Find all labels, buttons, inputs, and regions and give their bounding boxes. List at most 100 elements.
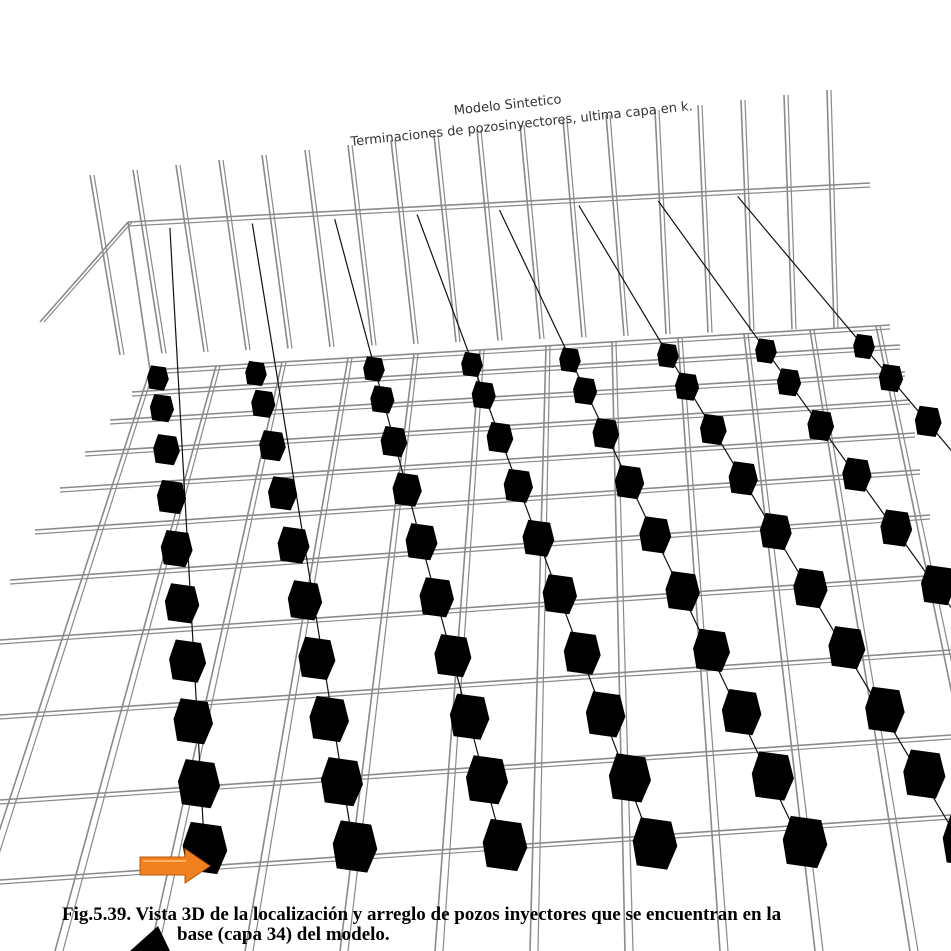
grid-line (266, 155, 292, 349)
injector-well (472, 381, 496, 409)
grid-line (827, 90, 834, 328)
injector-well (288, 580, 322, 620)
injector-well (586, 691, 626, 737)
injector-well (504, 469, 533, 503)
figure-caption: Fig.5.39. Vista 3D de la localización y … (0, 904, 951, 951)
grid-line (133, 170, 162, 353)
injector-well (793, 568, 827, 608)
injector-well (615, 465, 644, 499)
injector-well (915, 406, 942, 437)
grid-line (180, 165, 208, 352)
grid-line (40, 222, 128, 322)
injector-well (381, 426, 408, 457)
injector-well (639, 516, 671, 553)
injector-well (420, 577, 454, 617)
grid-line (44, 222, 132, 322)
grid-line (0, 370, 150, 951)
injector-well (777, 368, 801, 396)
grid-line (305, 150, 330, 347)
injector-well (943, 814, 951, 866)
grid-line (481, 130, 502, 341)
injector-well (921, 565, 951, 605)
injector-well (675, 373, 699, 401)
injector-well (609, 753, 651, 802)
injector-well (245, 361, 267, 386)
grid-line (438, 135, 460, 342)
grid-line (784, 95, 792, 329)
injector-well (722, 689, 762, 735)
injector-well (178, 759, 220, 808)
injector-well (760, 513, 792, 550)
grid-line (610, 115, 628, 336)
injector-well (807, 410, 834, 441)
grid-line (352, 145, 376, 345)
injector-well (466, 755, 508, 804)
caption-line-1: Fig.5.39. Vista 3D de la localización y … (62, 904, 781, 925)
injector-well (483, 819, 528, 871)
injector-well (657, 343, 679, 368)
injector-well (633, 817, 678, 869)
injector-well (268, 476, 297, 510)
grid-line (219, 160, 246, 350)
grid-line (309, 150, 334, 347)
injector-well (487, 422, 514, 453)
injector-well (903, 750, 945, 799)
grid-line (606, 115, 624, 336)
injector-well (564, 632, 601, 675)
grid-line (524, 125, 544, 339)
injector-well (434, 634, 471, 677)
injector-well (363, 356, 385, 381)
injector-well (259, 430, 286, 461)
injector-well (310, 696, 350, 742)
grid-line (262, 155, 288, 349)
injector-well (729, 461, 758, 495)
injector-well (523, 520, 555, 557)
injector-well (169, 640, 206, 683)
injector-well (573, 377, 597, 405)
injector-well (879, 364, 903, 392)
injector-well (461, 352, 483, 377)
grid-line (137, 170, 166, 353)
grid-line (391, 140, 414, 344)
injector-well (755, 338, 777, 363)
injector-well (321, 757, 363, 806)
injector-well (147, 365, 169, 390)
injector-well (783, 816, 828, 868)
grid-line (0, 370, 154, 951)
injector-well (153, 434, 180, 465)
grid-line (741, 100, 750, 331)
injector-well (828, 626, 865, 669)
grid-line (563, 120, 582, 337)
injector-well (150, 394, 174, 422)
injector-well (666, 571, 700, 611)
injector-well (298, 637, 335, 680)
grid-line (567, 120, 586, 337)
injector-well (842, 458, 871, 492)
injector-well (700, 414, 727, 445)
injector-well (333, 820, 378, 872)
injector-well (880, 510, 912, 547)
injector-well (593, 418, 620, 449)
grid-line (94, 175, 124, 355)
grid-line (128, 222, 150, 370)
injector-well (865, 687, 905, 733)
grid-line (477, 130, 498, 341)
grid-line (176, 165, 204, 352)
grid-line (395, 140, 418, 344)
grid-line (745, 100, 754, 331)
grid-line (788, 95, 796, 329)
injector-well (278, 527, 310, 564)
injector-well (165, 583, 199, 623)
injector-well (752, 751, 794, 800)
caption-line-2: base (capa 34) del modelo. (177, 924, 390, 945)
injector-well (370, 385, 394, 413)
injector-well (161, 530, 193, 567)
injector-well (543, 574, 577, 614)
grid-line (223, 160, 250, 350)
grid-line (128, 183, 870, 222)
injector-well (450, 694, 490, 740)
injector-well (174, 698, 214, 744)
grid-line (831, 90, 838, 328)
grid-line (128, 187, 870, 226)
